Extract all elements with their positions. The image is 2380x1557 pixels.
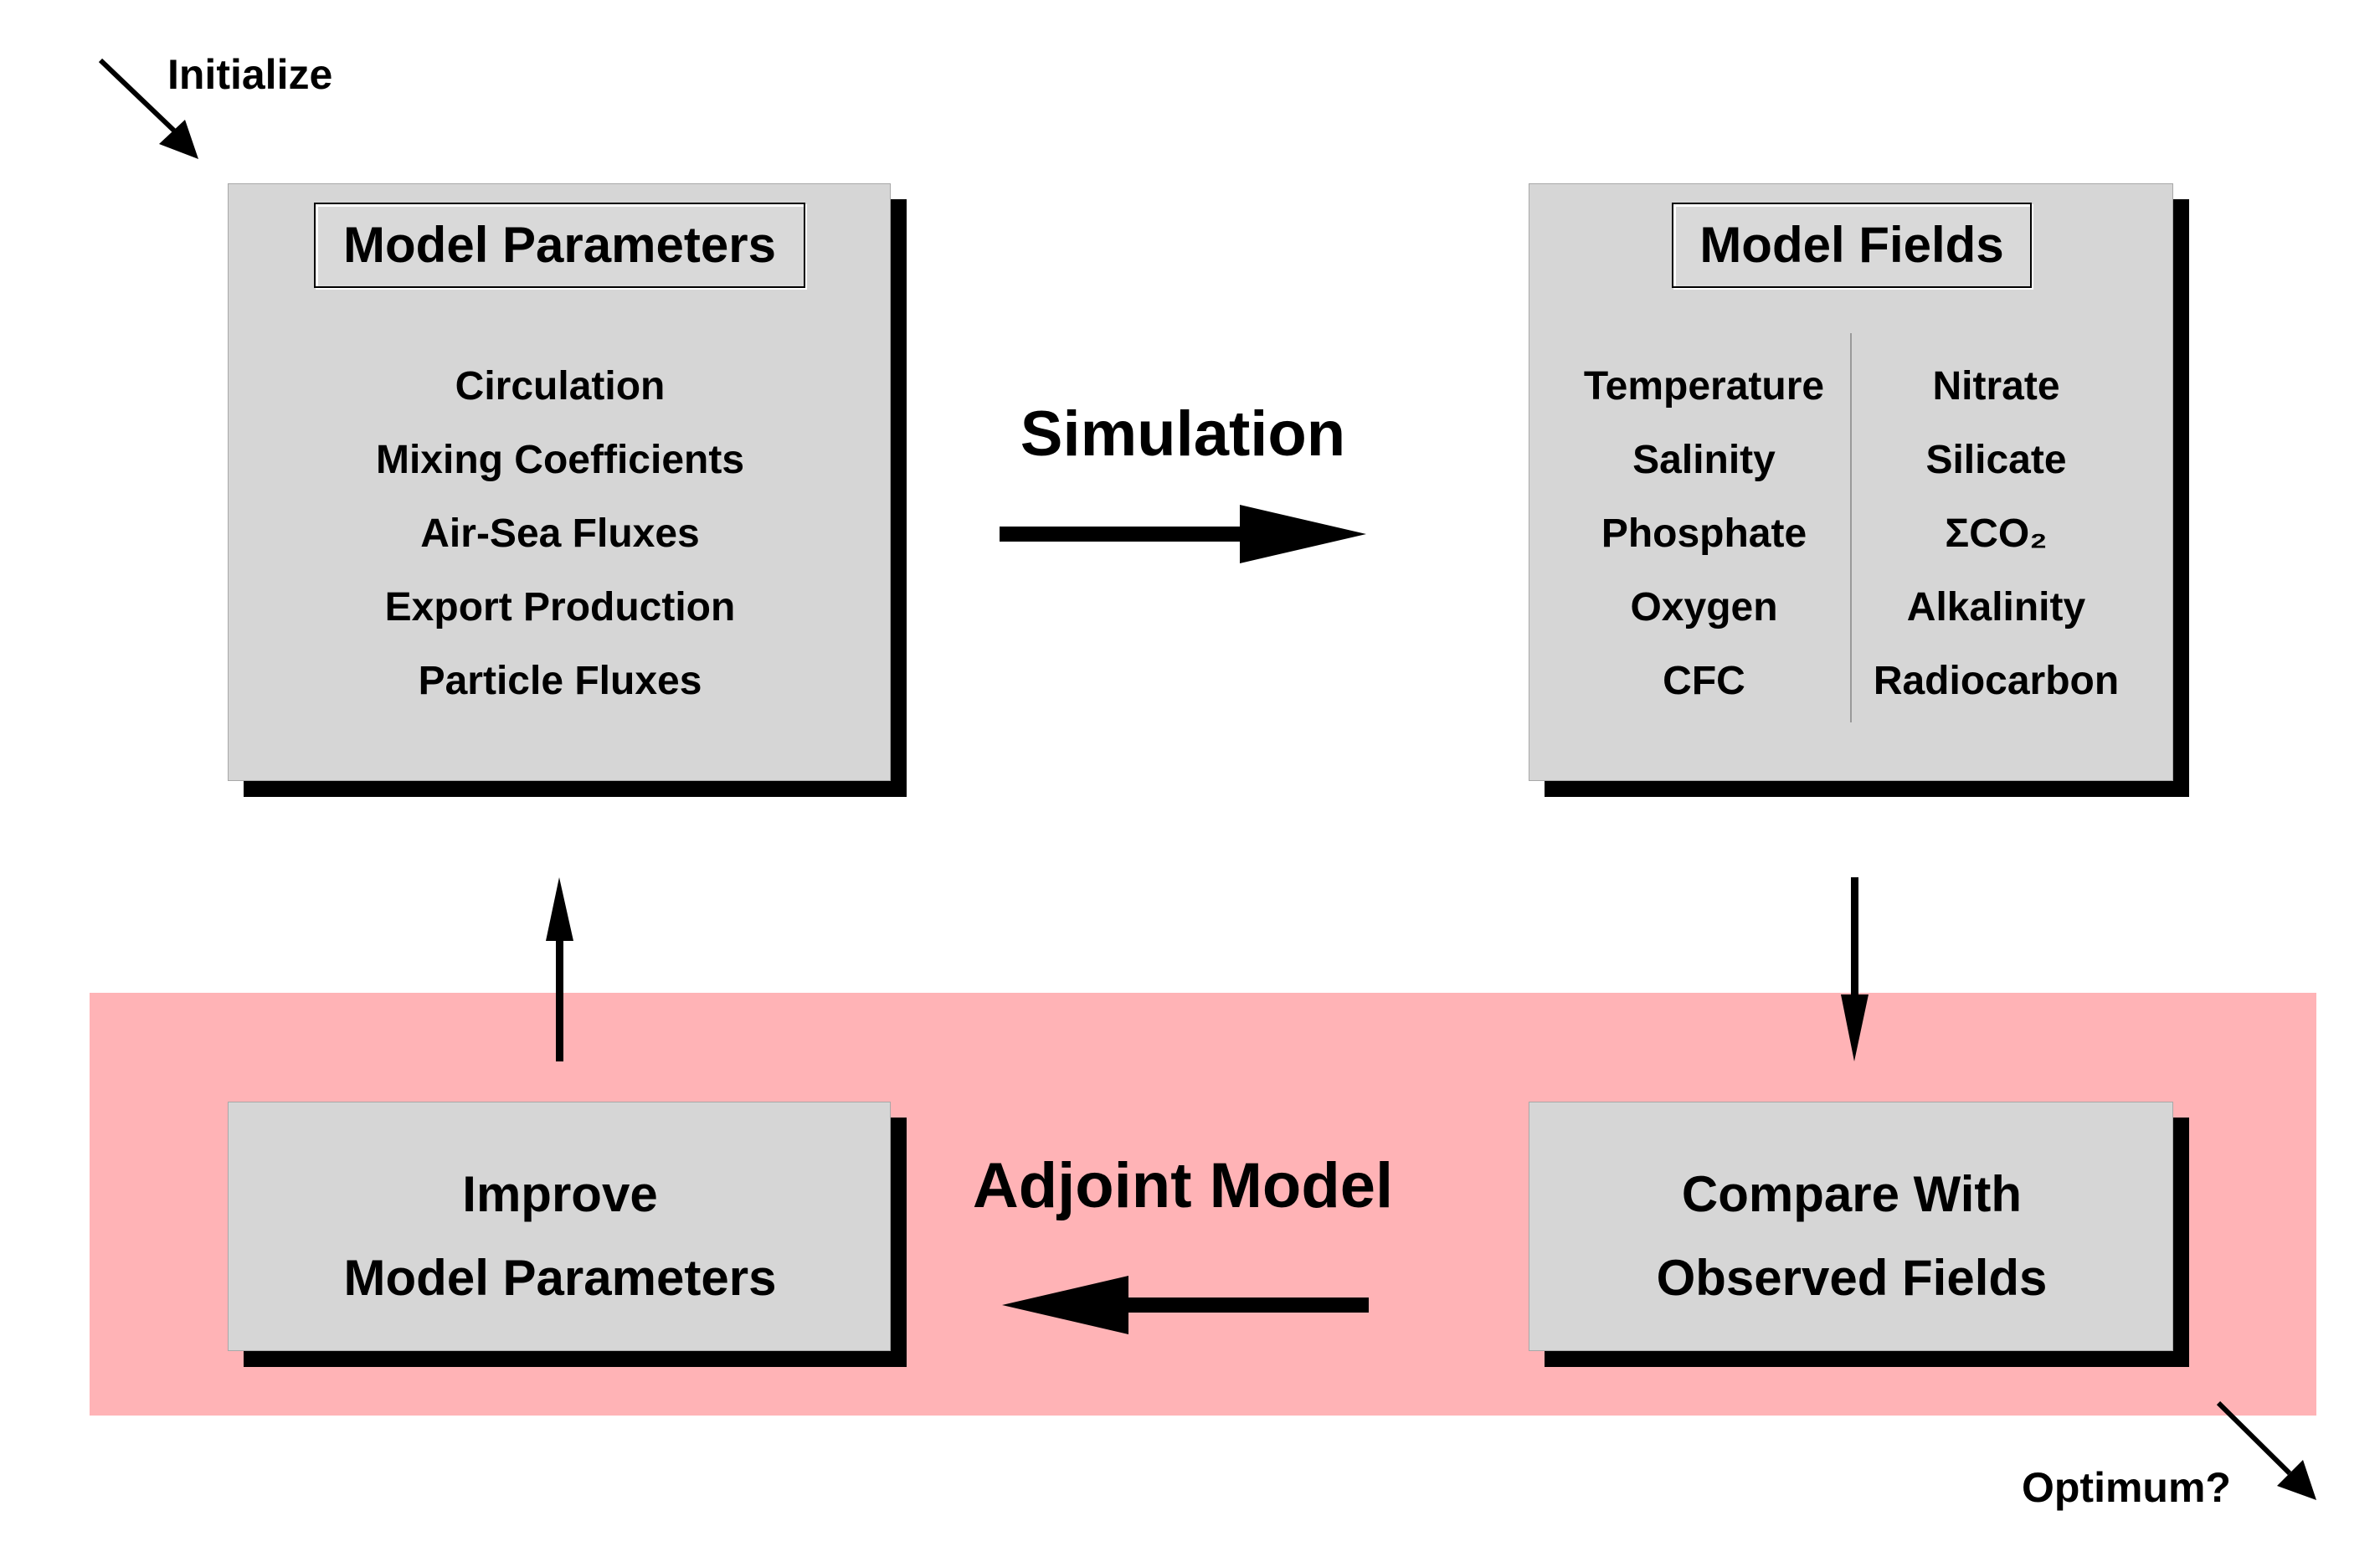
adjoint-model-label: Adjoint Model <box>972 1150 1394 1221</box>
list-item: Mixing Coefficients <box>375 438 745 482</box>
list-item: Radiocarbon <box>1873 659 2120 703</box>
list-item: Phosphate <box>1601 511 1807 556</box>
list-item: Export Production <box>384 585 736 629</box>
model-parameters-title: Model Parameters <box>314 203 805 288</box>
model-fields-divider <box>1850 333 1852 722</box>
list-item: Particle Fluxes <box>418 659 702 703</box>
compare-line-1: Compare With <box>1681 1166 2023 1222</box>
model-fields-box: Model Fields Temperature Salinity Phosph… <box>1529 183 2173 781</box>
list-item: ΣCO₂ <box>1945 511 2048 556</box>
list-item: CFC <box>1663 659 1745 703</box>
model-fields-left-list: Temperature Salinity Phosphate Oxygen CF… <box>1563 350 1845 718</box>
compare-fields-box: Compare With Observed Fields <box>1529 1102 2173 1351</box>
list-item: Nitrate <box>1932 364 2060 409</box>
up-arrow <box>546 877 573 1061</box>
simulation-label: Simulation <box>1020 398 1346 470</box>
simulation-arrow <box>1000 505 1366 563</box>
optimum-label: Optimum? <box>2022 1464 2231 1511</box>
initialize-label: Initialize <box>167 51 333 98</box>
list-item: Oxygen <box>1630 585 1778 629</box>
initialize-arrow <box>98 58 198 159</box>
list-item: Salinity <box>1632 438 1776 482</box>
list-item: Silicate <box>1925 438 2067 482</box>
adjoint-arrow <box>1002 1276 1369 1334</box>
model-fields-right-list: Nitrate Silicate ΣCO₂ Alkalinity Radioca… <box>1855 350 2137 718</box>
improve-parameters-box: Improve Model Parameters <box>228 1102 891 1351</box>
list-item: Temperature <box>1583 364 1825 409</box>
improve-line-2: Model Parameters <box>343 1250 777 1306</box>
optimum-arrow <box>2216 1400 2316 1500</box>
compare-line-2: Observed Fields <box>1656 1250 2048 1306</box>
model-parameters-box: Model Parameters Circulation Mixing Coef… <box>228 183 891 781</box>
list-item: Alkalinity <box>1906 585 2086 629</box>
list-item: Air-Sea Fluxes <box>420 511 700 556</box>
list-item: Circulation <box>455 364 666 409</box>
down-arrow <box>1841 877 1869 1061</box>
improve-line-1: Improve <box>462 1166 658 1222</box>
model-parameters-list: Circulation Mixing Coefficients Air-Sea … <box>229 350 892 718</box>
model-fields-title: Model Fields <box>1672 203 2032 288</box>
